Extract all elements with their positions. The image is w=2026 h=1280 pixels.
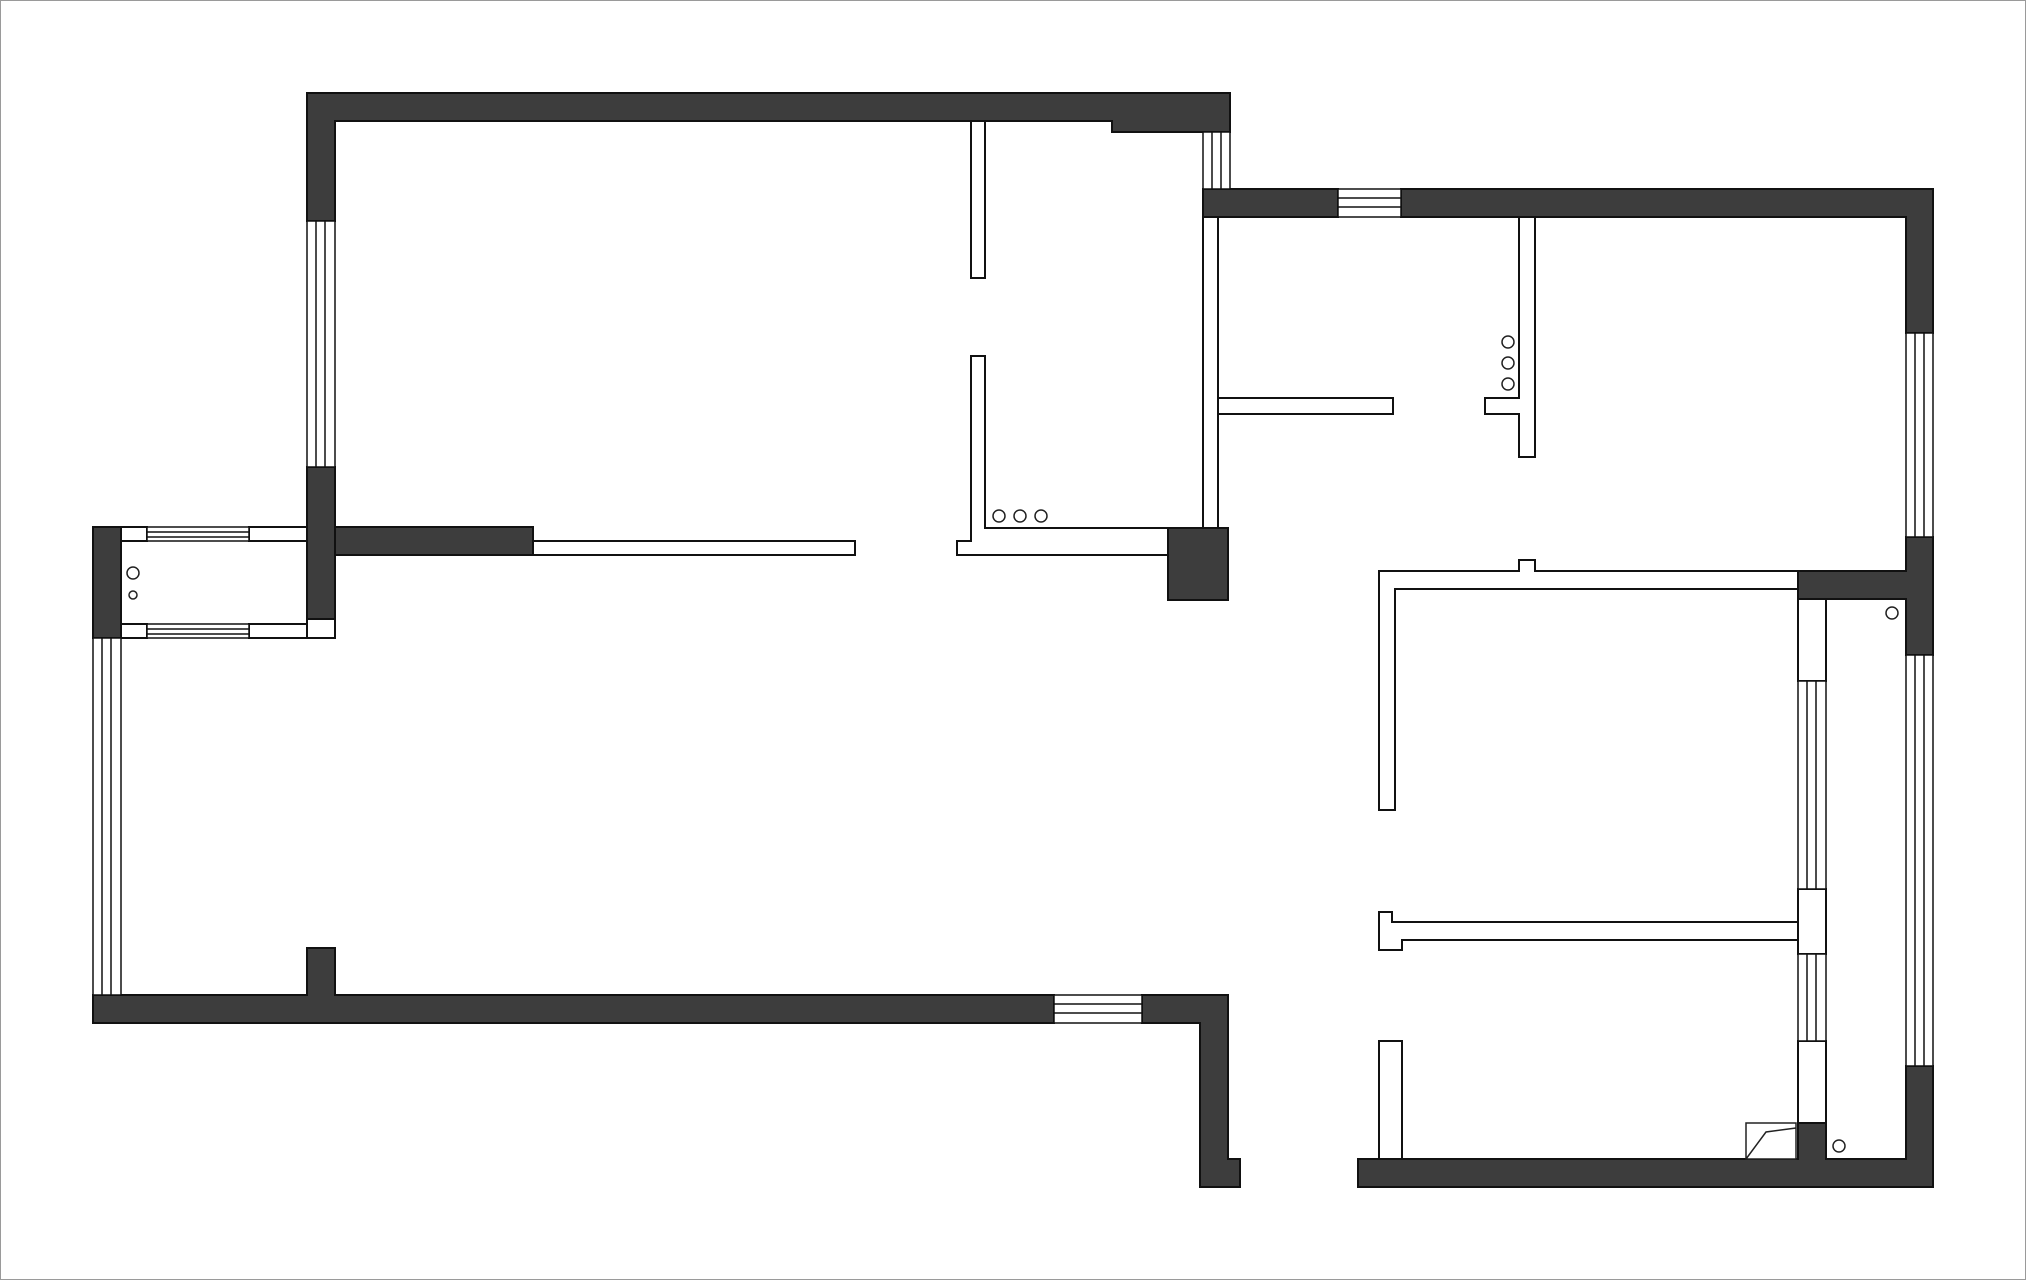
window-bedroom-inner-1 [1797, 680, 1827, 890]
wall-left-column [306, 466, 336, 620]
pipe-east-upper [1885, 606, 1899, 620]
wall-right-middle [1797, 536, 1934, 656]
wall-top-right-b [1400, 188, 1934, 334]
partition-kitchen-right [1202, 216, 1219, 529]
pipe-bath-3 [1501, 377, 1515, 391]
balcony-post-bottom-left [120, 623, 148, 639]
wall-bottom-right [1357, 1065, 1934, 1188]
partition-right-seg-3 [1797, 1040, 1827, 1124]
wall-balcony-left [92, 526, 122, 639]
window-west-upper [306, 220, 336, 468]
partition-bedroom-l [1378, 559, 1799, 811]
partition-walls [120, 120, 1827, 1160]
balcony-post-corner [306, 618, 336, 639]
pipe-kitchen-1 [992, 509, 1006, 523]
pipe-kitchen-3 [1034, 509, 1048, 523]
pipe-fixtures [126, 335, 1899, 1160]
partition-right-seg-1 [1797, 598, 1827, 682]
pipe-bath-2 [1501, 356, 1515, 370]
pipe-kitchen-2 [1013, 509, 1027, 523]
pipe-balcony-small [128, 590, 138, 600]
pipe-bath-1 [1501, 335, 1515, 349]
partition-right-seg-2 [1797, 888, 1827, 955]
window-north-kitchen [1337, 188, 1402, 218]
window-south-living [1053, 994, 1143, 1024]
wall-column-kitchen [1167, 527, 1229, 601]
pipe-east-lower [1832, 1139, 1846, 1153]
balcony-post-bottom-right [248, 623, 308, 639]
load-bearing-walls [92, 92, 1934, 1188]
partition-kitchen-l [956, 355, 1169, 556]
window-balcony-top [146, 526, 250, 542]
pipe-balcony-large [126, 566, 140, 580]
corner-cabinet [1745, 1122, 1797, 1160]
partition-lower-stub [1378, 1040, 1403, 1160]
window-northeast-corner [1202, 131, 1231, 190]
partition-upper-stub [970, 120, 986, 279]
window-east-lower [1905, 654, 1934, 1067]
partition-corridor-t [1217, 397, 1394, 415]
wall-top-left-block [306, 92, 1231, 222]
balcony-post-top-right [248, 526, 308, 542]
wall-bottom-corner [1141, 994, 1241, 1188]
wall-bottom-living [92, 947, 1055, 1024]
wall-top-right-a [1202, 188, 1339, 218]
partition-middle-long [532, 540, 856, 556]
window-balcony-bottom [146, 623, 250, 639]
partition-bedroom-divider [1378, 911, 1799, 951]
partition-bath-wall [1484, 216, 1536, 458]
window-west-living [92, 637, 122, 996]
window-east-upper [1905, 332, 1934, 538]
window-bedroom-inner-2 [1797, 953, 1827, 1042]
wall-middle-horizontal [334, 526, 534, 556]
windows [92, 131, 1934, 1067]
balcony-post-top-left [120, 526, 148, 542]
